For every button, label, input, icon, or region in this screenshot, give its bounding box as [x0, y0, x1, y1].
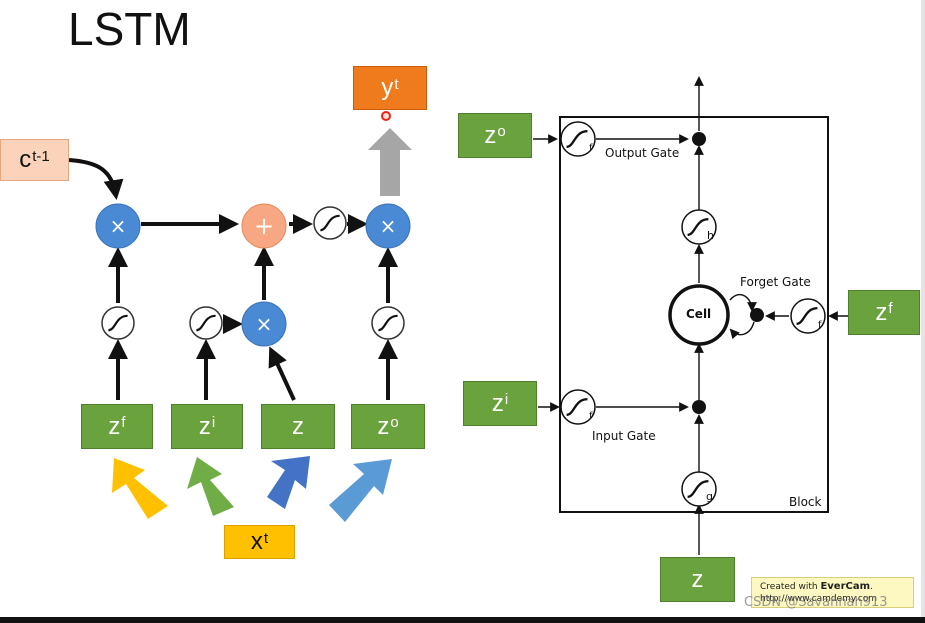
input-gate-label: Input Gate — [592, 429, 656, 443]
evercam-suffix: . — [870, 582, 873, 592]
forget-gate-label: Forget Gate — [740, 275, 811, 289]
multiply-symbol: × — [110, 214, 127, 238]
add-symbol: + — [254, 212, 274, 240]
output-sigmoid-icon — [371, 306, 405, 340]
right-zf-base: z — [875, 298, 888, 326]
forget-gate-act-label: f — [818, 320, 822, 331]
input-multiply-node — [241, 301, 287, 347]
arrow-forget-mult-to-cell — [729, 321, 755, 340]
csdn-watermark: CSDN @Savannah913 — [744, 595, 888, 610]
add-node — [241, 203, 287, 249]
z-base: z — [292, 412, 304, 440]
y-base: y — [381, 74, 394, 101]
right-z-base: z — [691, 565, 704, 593]
right-zi-base: z — [491, 389, 504, 417]
right-lstm-block-diagram: f f f h g — [533, 76, 848, 555]
output-gate-label: Output Gate — [605, 146, 680, 160]
output-gate-act-label: f — [589, 143, 593, 154]
evercam-brand: EverCam — [820, 581, 871, 592]
zo-base: z — [377, 412, 390, 440]
forget-sigmoid-icon — [101, 306, 135, 340]
arrow-cell-to-forget-mult — [729, 294, 757, 312]
output-gate-sigmoid-icon — [560, 121, 596, 157]
slide-title: LSTM — [68, 3, 191, 55]
arrow-z-to-mult — [268, 346, 296, 401]
zf-base: z — [108, 412, 121, 440]
forget-multiply-node — [95, 203, 141, 249]
right-zo-base: z — [484, 121, 497, 149]
zo-sup: o — [390, 414, 399, 431]
block-label: Block — [789, 495, 822, 509]
multiply-symbol: × — [256, 312, 273, 336]
input-arrow-to-zi — [187, 457, 234, 516]
input-gate-sigmoid-icon — [560, 389, 596, 425]
forget-gate-sigmoid-icon — [790, 298, 826, 334]
input-arrow-to-zf — [112, 458, 168, 519]
arrow-c-prev-to-forget-mult — [68, 158, 124, 200]
left-lstm-diagram: × + × × — [68, 111, 412, 522]
g-activation-icon — [681, 471, 717, 507]
pointer-dot — [381, 111, 391, 121]
evercam-url: http://www.camdemy.com — [760, 594, 878, 604]
output-arrow — [368, 128, 412, 196]
x-base: x — [250, 528, 263, 555]
forget-multiply-node — [750, 308, 764, 322]
multiply-symbol: × — [380, 214, 397, 238]
cell-label: Cell — [686, 307, 712, 321]
g-act-label: g — [706, 490, 713, 503]
input-gate-act-label: f — [589, 411, 593, 422]
input-arrow-to-z — [267, 456, 310, 509]
input-sigmoid-icon — [189, 306, 223, 340]
right-zi-sup: i — [504, 391, 509, 408]
block-border — [559, 116, 829, 513]
zi-sup: i — [211, 414, 216, 431]
evercam-badge: Created with EverCam. http://www.camdemy… — [751, 577, 914, 608]
bottom-edge-bar — [0, 617, 925, 623]
cell-tanh-icon — [313, 206, 347, 240]
right-z-box: z — [660, 557, 735, 602]
x-sup: t — [263, 529, 269, 547]
output-multiply-node — [365, 203, 411, 249]
c-prev-base: c — [19, 146, 32, 173]
input-multiply-node — [692, 400, 706, 414]
input-arrow-to-zo — [329, 459, 392, 522]
h-activation-icon — [681, 209, 717, 245]
evercam-prefix: Created with — [760, 582, 821, 592]
right-zo-sup: o — [497, 123, 506, 140]
output-multiply-node — [692, 132, 706, 146]
h-act-label: h — [707, 229, 714, 242]
right-edge-bar — [921, 0, 925, 623]
c-prev-sup: t-1 — [32, 147, 50, 165]
y-sup: t — [394, 75, 399, 93]
cell-node — [668, 284, 730, 346]
right-zf-sup: f — [888, 300, 893, 317]
zf-sup: f — [121, 414, 126, 431]
z-box: z — [261, 404, 335, 449]
zi-base: z — [198, 412, 211, 440]
